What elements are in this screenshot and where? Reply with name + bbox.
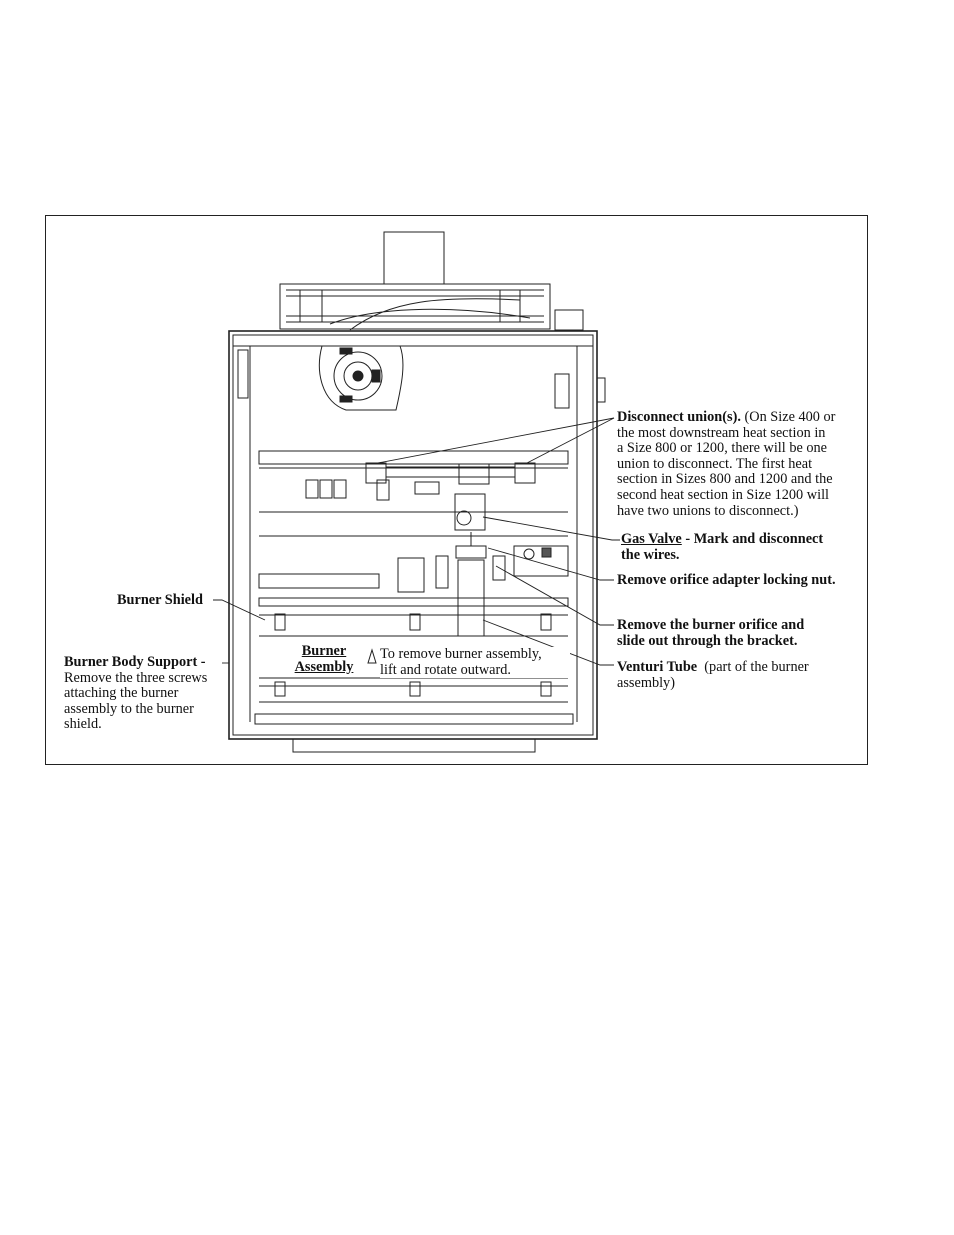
burner-body-support-callout: Burner Body Support - Remove the three s… [64, 654, 229, 733]
warning-icon [367, 648, 377, 664]
leader-lines [213, 417, 620, 666]
burner-body-support-text-3: assembly to the burner [64, 700, 194, 717]
disconnect-union-text-4: union to disconnect. The first heat [617, 455, 813, 472]
burner-shield-callout: Burner Shield [117, 592, 217, 609]
burner-body-support-text-1: Remove the three screws [64, 669, 208, 686]
burner-body-support-text-2: attaching the burner [64, 685, 179, 702]
top-fan-housing [279, 231, 584, 331]
gas-valve-term: Gas Valve [621, 531, 682, 547]
burner-body-support-text-4: shield. [64, 716, 102, 733]
disconnect-union-title: Disconnect union(s). [617, 409, 741, 425]
disconnect-union-text-6: second heat section in Size 1200 will [617, 486, 830, 503]
cabinet [228, 330, 606, 753]
burner-assembly-text-1: Burner [301, 643, 347, 659]
burner-shield-text: Burner Shield [117, 592, 203, 608]
disconnect-union-text-1: (On Size 400 or [744, 409, 836, 425]
burner-orifice-text-2: slide out through the bracket. [617, 632, 798, 649]
venturi-tube [455, 532, 487, 637]
burner-orifice-text-1: Remove the burner orifice and [617, 617, 805, 633]
disconnect-union-text-3: a Size 800 or 1200, there will be one [617, 440, 828, 457]
controls-section [258, 545, 569, 593]
burner-body-support-title: Burner Body Support - [64, 654, 206, 670]
venturi-text-2: assembly) [617, 674, 675, 691]
disconnect-union-text-5: section in Sizes 800 and 1200 and the [617, 471, 833, 488]
burner-assembly-label: Burner Assembly [289, 643, 359, 676]
disconnect-union-text-7: have two unions to disconnect.) [617, 502, 799, 519]
remove-note-text-1: To remove burner assembly, [380, 646, 542, 662]
gas-valve-instruction: - Mark and disconnect [681, 531, 824, 547]
blower-assembly [319, 345, 404, 411]
remove-note-text-2: lift and rotate outward. [380, 661, 512, 678]
venturi-callout: Venturi Tube (part of the burner assembl… [617, 659, 857, 691]
manifold-section [258, 450, 569, 537]
figure-frame [45, 215, 868, 765]
disconnect-union-callout: Disconnect union(s). (On Size 400 or the… [617, 409, 867, 519]
orifice-nut-callout: Remove orifice adapter locking nut. [617, 572, 867, 589]
orifice-nut-text: Remove orifice adapter locking nut. [617, 572, 836, 588]
venturi-text-1: (part of the burner [704, 659, 809, 675]
disconnect-union-text-2: the most downstream heat section in [617, 424, 826, 441]
remove-note: To remove burner assembly, lift and rota… [380, 646, 570, 679]
gas-valve-callout: Gas Valve - Mark and disconnect the wire… [621, 531, 861, 563]
gas-valve-text-2: the wires. [621, 546, 680, 563]
burner-assembly-text-2: Assembly [294, 658, 354, 675]
venturi-title: Venturi Tube [617, 659, 698, 675]
burner-orifice-callout: Remove the burner orifice and slide out … [617, 617, 857, 649]
